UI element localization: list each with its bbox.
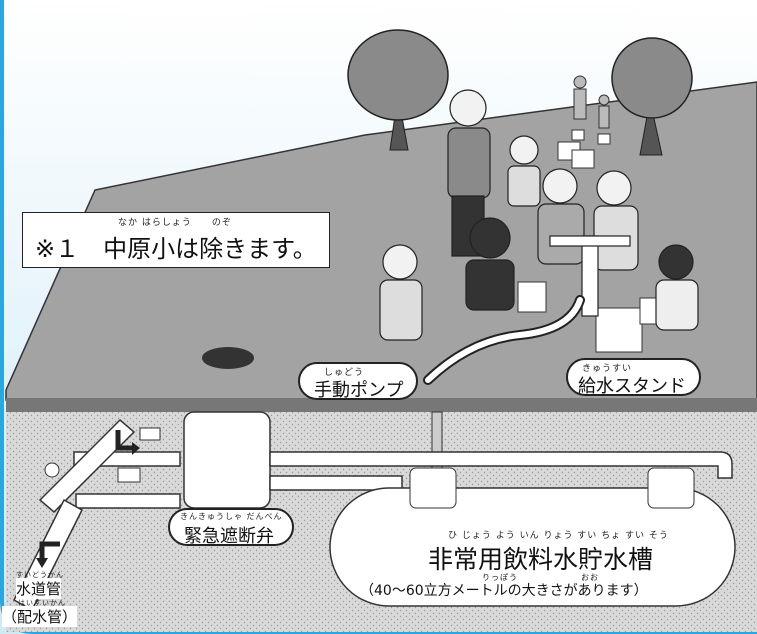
tank-riser-right xyxy=(647,467,695,509)
note-ruby: なか はらしょう のぞ xyxy=(118,218,232,228)
supply-ruby: きゅうすい xyxy=(582,364,633,374)
note-text: ※１ 中原小は除きます。 xyxy=(35,235,317,263)
pump-ruby: しゅどう xyxy=(324,368,365,378)
note-box: なか はらしょう のぞ ※１ 中原小は除きます。 xyxy=(22,212,330,268)
tank-text: 非常用飲料水貯水槽 xyxy=(428,545,654,574)
main-pipe-ruby-2: はいすいかん xyxy=(18,599,66,607)
pipe-faucets xyxy=(44,427,161,483)
tank-sub-ruby: りっぽう おお xyxy=(482,573,599,582)
valve-chamber xyxy=(183,411,271,509)
valve-text: 緊急遮断弁 xyxy=(184,526,274,547)
tank-ruby: ひ じょう よう いん りょう すい ちょ すい そう xyxy=(448,531,669,541)
tree-left xyxy=(347,29,449,151)
tank-riser-left xyxy=(409,467,457,509)
pump-text: 手動ポンプ xyxy=(314,380,404,401)
ground-edge xyxy=(6,398,757,412)
arrow-flow-top xyxy=(115,430,136,451)
water-cans xyxy=(517,141,675,353)
main-pipe-ruby-1: すいどうかん xyxy=(16,571,64,579)
tree-right xyxy=(611,37,693,156)
manhole xyxy=(202,347,254,369)
valve-label: きんきゅうしゃ だんべん 緊急遮断弁 xyxy=(168,508,294,547)
people-group xyxy=(379,89,699,341)
supply-stand-unit xyxy=(549,235,631,317)
main-pipe-line2: （配水管） xyxy=(2,606,78,627)
people-distant xyxy=(571,75,611,145)
valve-ruby: きんきゅうしゃ だんべん xyxy=(180,512,283,521)
pump-label: しゅどう 手動ポンプ xyxy=(298,362,418,401)
supply-text: 給水スタンド xyxy=(578,376,686,397)
tank-sub-text: （40～60立方メートルの大きさがあります） xyxy=(360,583,648,599)
water-tank xyxy=(329,487,736,607)
supply-label: きゅうすい 給水スタンド xyxy=(566,358,701,397)
arrow-flow-bottom xyxy=(39,541,60,562)
main-pipe-line1: 水道管 xyxy=(16,578,62,599)
